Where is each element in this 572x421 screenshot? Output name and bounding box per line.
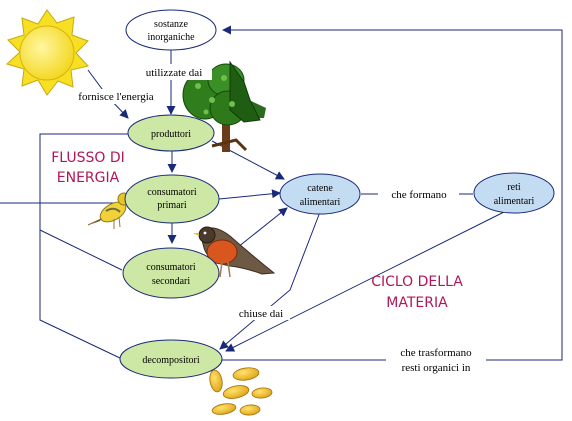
edge-label-resti-organici: resti organici in — [402, 362, 471, 374]
section-label-flusso-energia: ENERGIA — [57, 170, 120, 186]
node-label-line: primari — [157, 200, 187, 211]
node-label-line: alimentari — [494, 196, 535, 207]
edge-label-fornisce-energia: fornisce l'energia — [78, 91, 154, 103]
node-produttori[interactable]: produttori — [127, 114, 215, 152]
section-label-ciclo-materia: MATERIA — [386, 295, 448, 311]
node-consumatori-primari[interactable]: consumatori primari — [124, 174, 220, 224]
node-label-line: sostanze — [154, 19, 188, 30]
edge-reti-decompositori — [225, 211, 505, 352]
node-label-line: consumatori — [146, 262, 196, 273]
section-label-ciclo-materia: CICLO DELLA — [371, 274, 463, 290]
node-label-line: inorganiche — [147, 32, 195, 43]
bird-robin-icon — [193, 226, 276, 278]
edge-catene-decompositori — [219, 211, 321, 350]
edge-primari-catene — [218, 189, 281, 200]
node-decompositori[interactable]: decompositori — [119, 339, 223, 379]
node-label-line: consumatori — [147, 187, 197, 198]
edge-flow-secondari — [39, 229, 123, 271]
edge-label-che-trasformano: che trasformano — [400, 347, 472, 359]
node-label-line: decompositori — [142, 355, 199, 366]
edge-label-utilizzate-dai: utilizzate dai — [146, 67, 203, 79]
node-reti-alimentari[interactable]: reti alimentari — [473, 172, 555, 214]
node-consumatori-secondari[interactable]: consumatori secondari — [122, 247, 220, 299]
node-label-line: reti — [507, 182, 521, 193]
node-label-line: alimentari — [300, 197, 341, 208]
node-label-line: produttori — [151, 129, 191, 140]
edge-label-che-formano: che formano — [391, 189, 447, 201]
node-sostanze-inorganiche[interactable]: sostanze inorganiche — [125, 9, 217, 51]
node-label-line: secondari — [152, 276, 191, 287]
node-catene-alimentari[interactable]: catene alimentari — [279, 173, 361, 215]
seeds-icon — [209, 367, 273, 416]
edge-label-chiuse-dai: chiuse dai — [239, 308, 283, 320]
section-label-flusso-energia: FLUSSO DI — [51, 150, 125, 166]
node-label-line: catene — [307, 183, 333, 194]
sun-icon — [6, 9, 89, 96]
edge-flow-produttori — [39, 133, 128, 360]
